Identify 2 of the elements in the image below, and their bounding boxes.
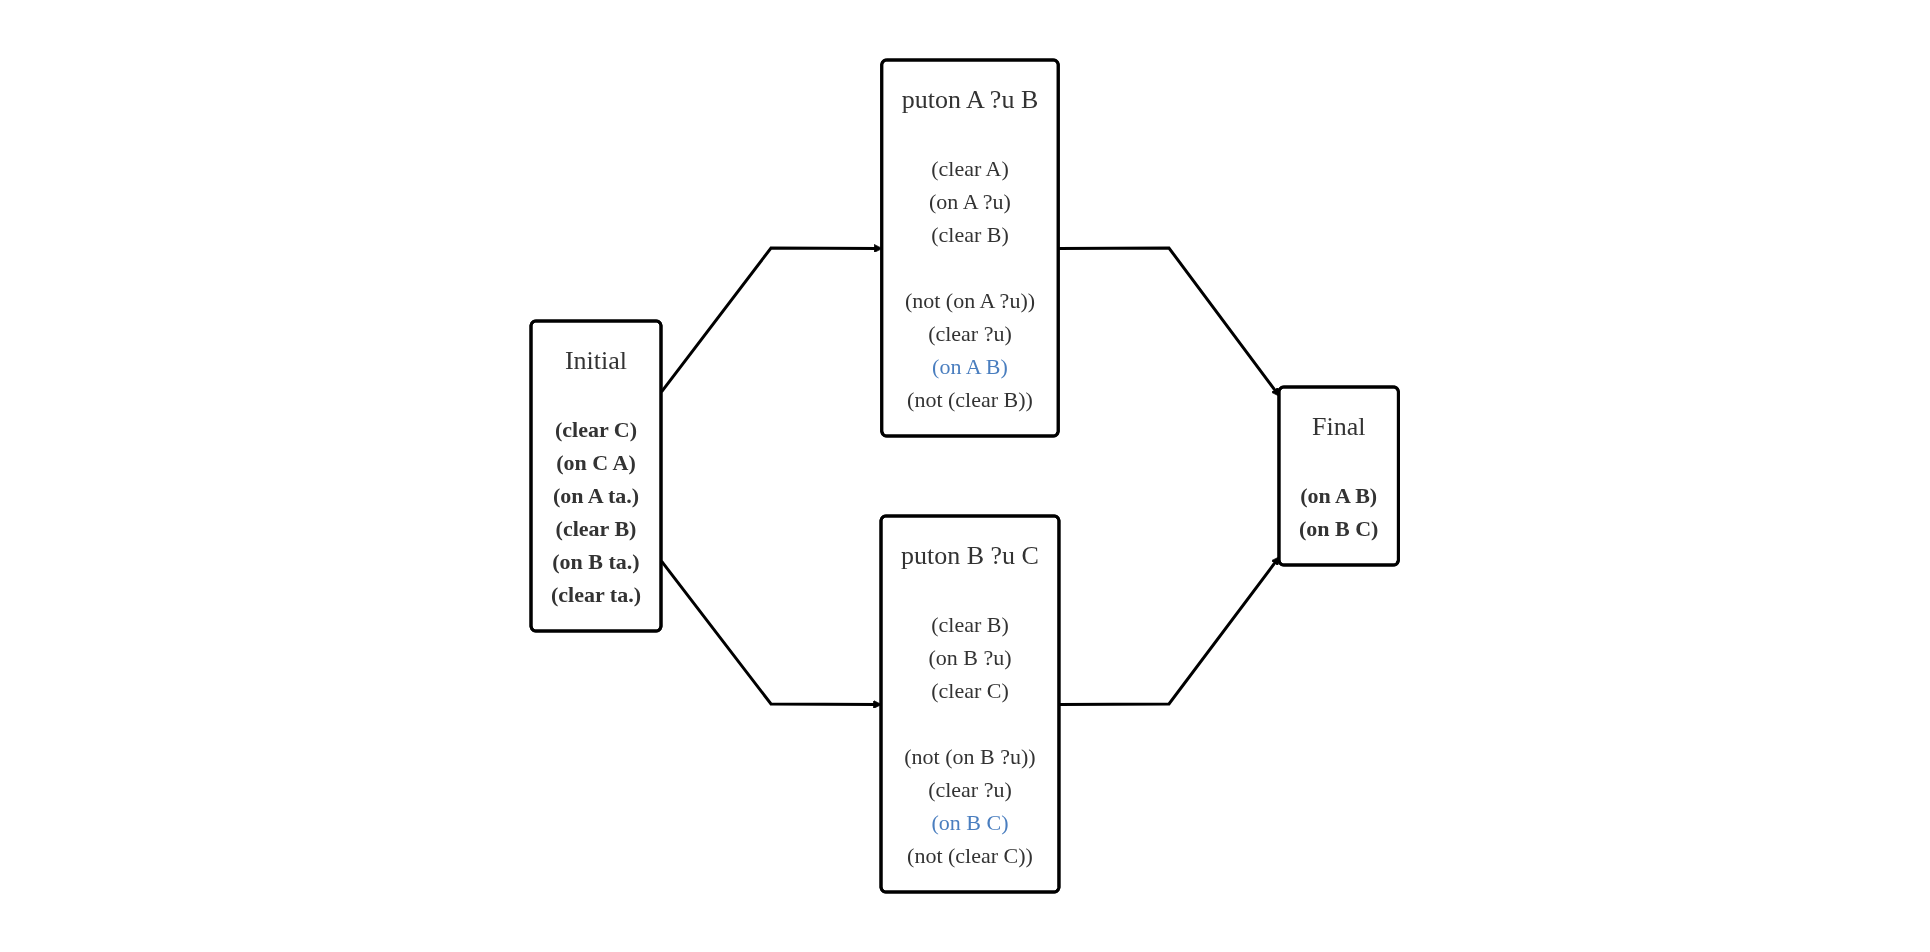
arrow [1059,246,1281,397]
arrow [1059,556,1281,706]
